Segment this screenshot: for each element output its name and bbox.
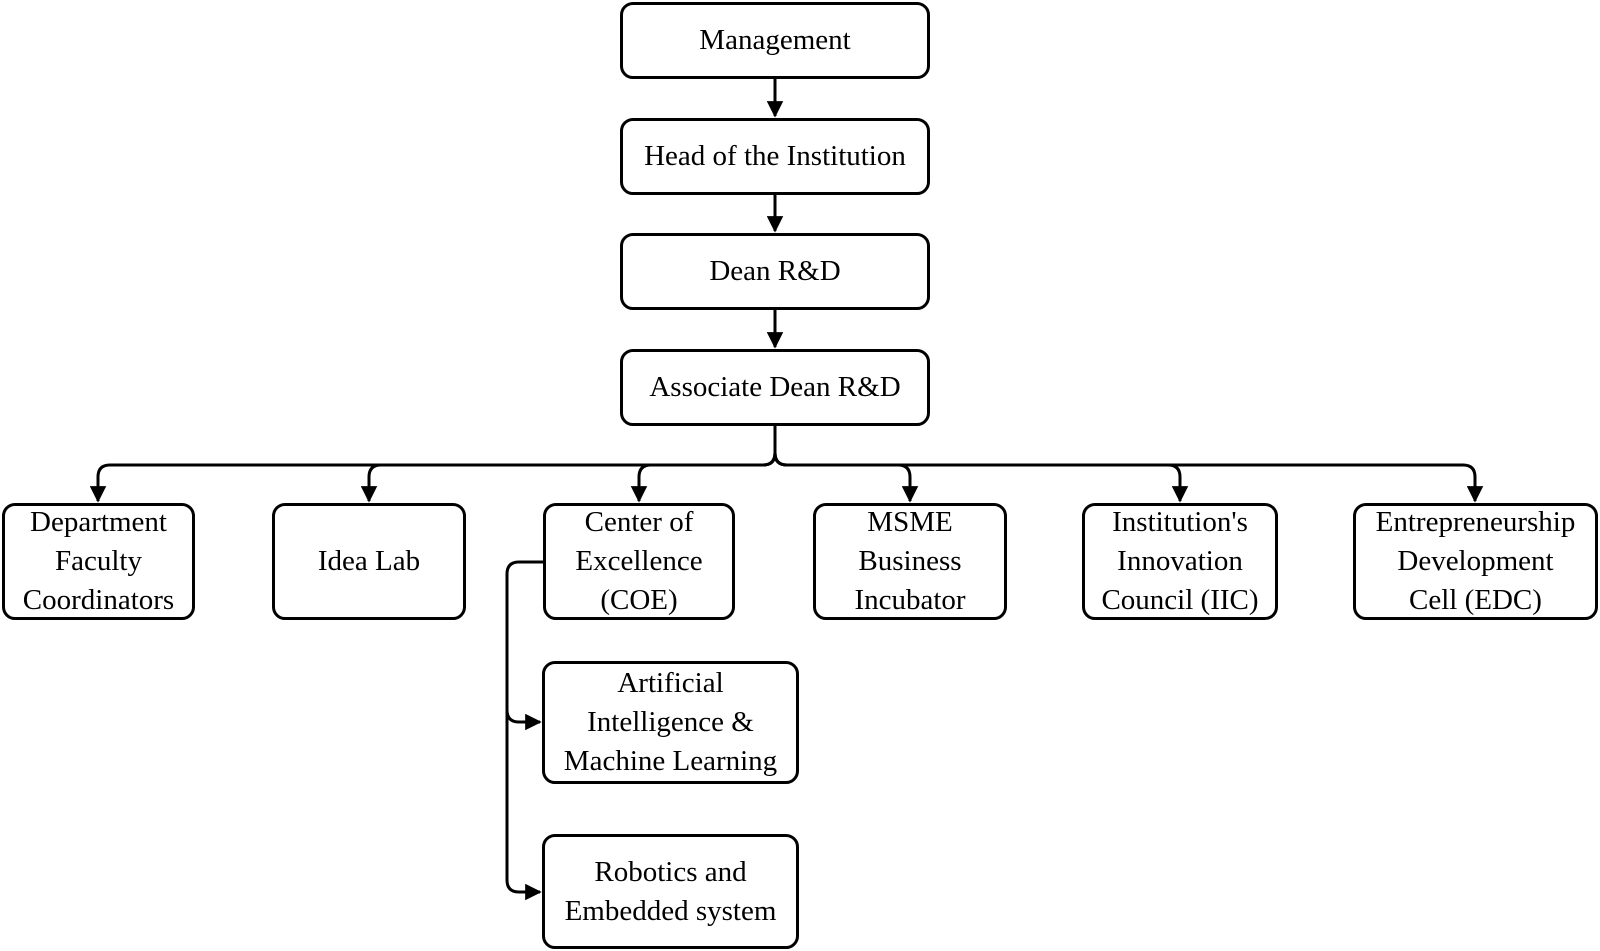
node-department-faculty-coordinators: Department Faculty Coordinators [2, 503, 195, 620]
node-entrepreneurship-development-cell-line-3: Cell (EDC) [1409, 584, 1542, 616]
node-head-of-institution-label: Head of the Institution [644, 140, 906, 172]
node-robotics-embedded-system-line-1: Robotics and [594, 855, 747, 888]
node-msme-business-incubator-line-2: Business [858, 545, 962, 577]
edge-coe-to-robotics [505, 879, 542, 901]
node-center-of-excellence-line-3: (COE) [600, 584, 678, 616]
node-center-of-excellence-line-1: Center of [584, 506, 694, 538]
node-msme-business-incubator-line-3: Incubator [854, 584, 966, 616]
node-center-of-excellence-line-2: Excellence [575, 545, 703, 577]
node-innovation-council-iic-line-1: Institution's [1112, 506, 1248, 538]
node-robotics-embedded-system-line-2: Embedded system [564, 894, 777, 927]
edge-to-idea-lab [360, 452, 777, 503]
node-msme-business-incubator: MSME Business Incubator [813, 503, 1007, 620]
node-ai-machine-learning-line-3: Machine Learning [563, 745, 778, 777]
node-entrepreneurship-development-cell-line-2: Development [1397, 545, 1554, 577]
node-management-label: Management [699, 24, 851, 56]
node-associate-dean-rd: Associate Dean R&D [620, 349, 930, 426]
node-idea-lab: Idea Lab [272, 503, 466, 620]
node-idea-lab-label: Idea Lab [317, 545, 421, 577]
edge-to-department-faculty [89, 452, 777, 503]
edge-to-coe [630, 452, 777, 503]
node-robotics-embedded-system: Robotics and Embedded system [542, 834, 799, 949]
node-department-faculty-coordinators-line-2: Faculty [55, 545, 142, 577]
node-head-of-institution: Head of the Institution [620, 118, 930, 195]
node-ai-machine-learning: Artificial Intelligence & Machine Learni… [542, 661, 799, 784]
edge-to-msme [773, 452, 919, 503]
edge-coe-spine [505, 560, 543, 880]
node-entrepreneurship-development-cell: Entrepreneurship Development Cell (EDC) [1353, 503, 1598, 620]
node-dean-rd-label: Dean R&D [709, 255, 841, 287]
edge-to-edc [773, 452, 1484, 503]
node-ai-machine-learning-line-2: Intelligence & [587, 706, 754, 738]
node-department-faculty-coordinators-line-1: Department [30, 506, 167, 538]
node-department-faculty-coordinators-line-3: Coordinators [22, 584, 175, 616]
edge-layer [89, 79, 1484, 901]
node-innovation-council-iic-line-2: Innovation [1117, 545, 1243, 577]
edge-to-iic [773, 452, 1189, 503]
node-center-of-excellence: Center of Excellence (COE) [543, 503, 735, 620]
node-entrepreneurship-development-cell-line-1: Entrepreneurship [1375, 506, 1576, 538]
node-associate-dean-rd-label: Associate Dean R&D [649, 371, 901, 403]
node-dean-rd: Dean R&D [620, 233, 930, 310]
node-management: Management [620, 2, 930, 79]
node-innovation-council-iic-line-3: Council (IIC) [1101, 584, 1259, 616]
node-ai-machine-learning-line-1: Artificial [617, 667, 724, 699]
node-msme-business-incubator-line-1: MSME [867, 506, 953, 538]
edge-coe-to-aiml [505, 709, 542, 731]
node-innovation-council-iic: Institution's Innovation Council (IIC) [1082, 503, 1278, 620]
